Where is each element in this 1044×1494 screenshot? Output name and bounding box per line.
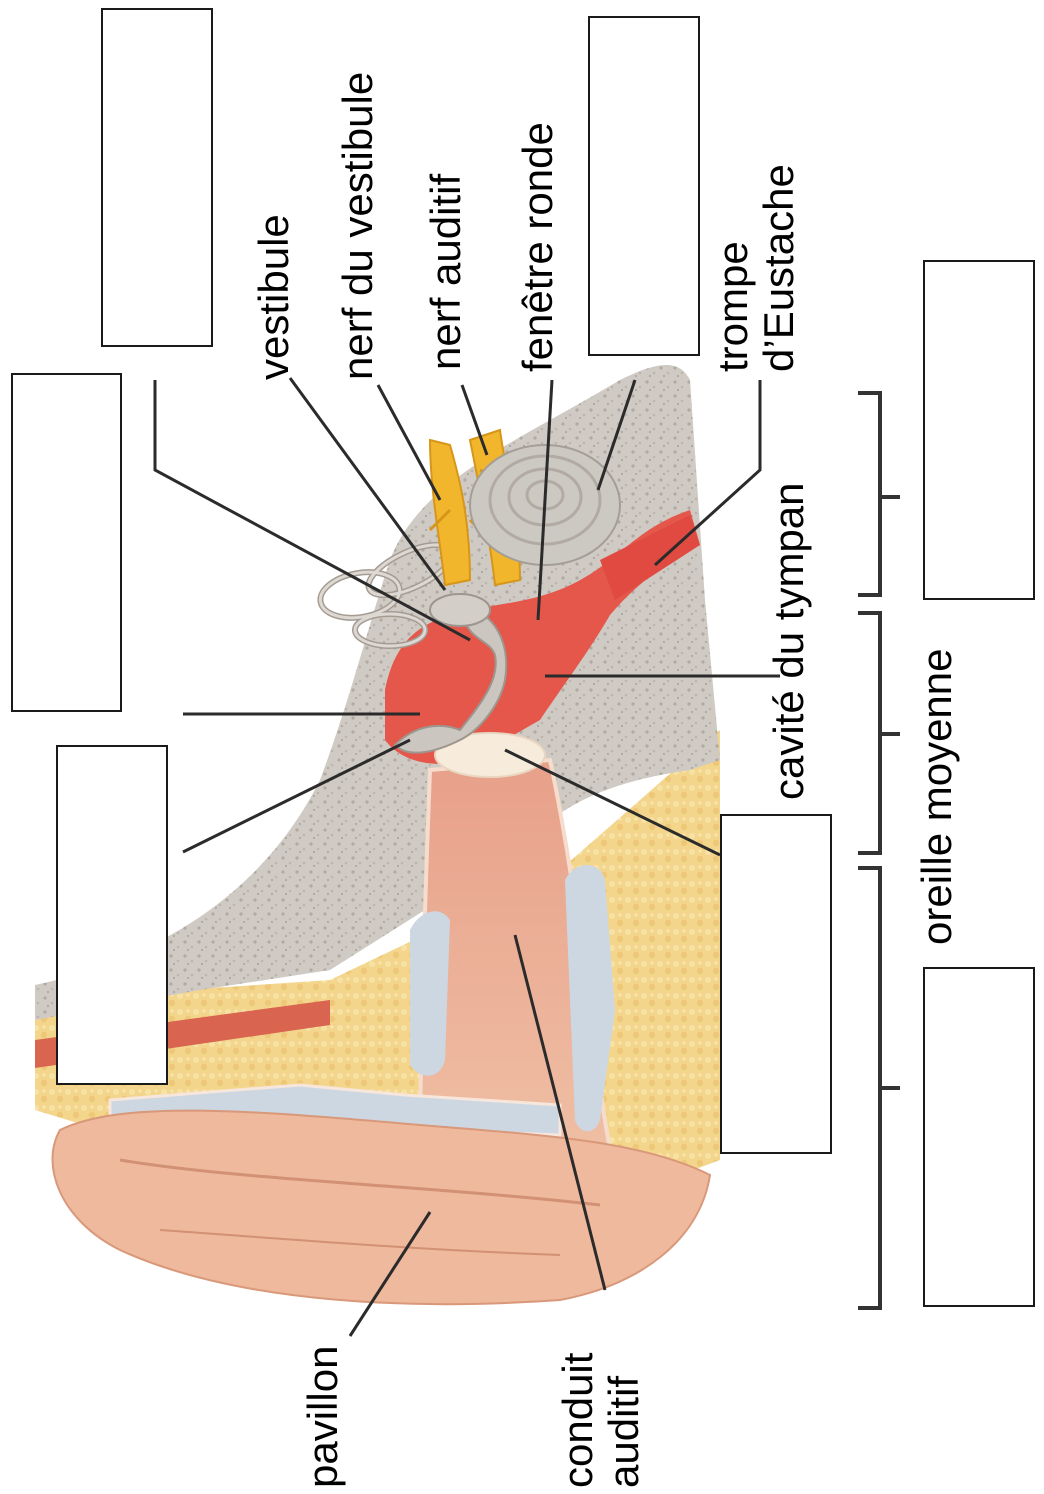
label-pavillon-text: pavillon [300, 1346, 346, 1488]
label-trompe-line2: d’Eustache [756, 164, 802, 372]
answer-box-right-lower[interactable] [923, 967, 1035, 1307]
label-vestibule-text: vestibule [251, 214, 297, 380]
label-nerf-auditif-text: nerf auditif [423, 174, 469, 370]
answer-box-top-right[interactable] [588, 16, 700, 356]
label-cavite-line1: cavité du tympan [766, 482, 812, 800]
label-fenetre-ronde-text: fenêtre ronde [515, 122, 561, 372]
answer-box-left-tall[interactable] [11, 373, 122, 712]
cartilage-left [410, 911, 450, 1075]
label-pavillon: pavillon [300, 1346, 346, 1488]
label-fenetre-ronde: fenêtre ronde [515, 122, 561, 372]
label-vestibule: vestibule [251, 214, 297, 380]
answer-box-right-upper[interactable] [923, 260, 1035, 600]
label-oreille-moyenne-text: oreille moyenne [914, 648, 960, 945]
label-trompe-line1: trompe [710, 164, 756, 372]
answer-box-middle-right[interactable] [720, 814, 832, 1154]
label-nerf-auditif: nerf auditif [423, 174, 469, 370]
label-conduit-line2: auditif [601, 1353, 647, 1488]
answer-box-top-left[interactable] [101, 8, 213, 347]
answer-box-left-lower[interactable] [56, 745, 168, 1085]
label-nerf-vestibule-text: nerf du vestibule [335, 72, 381, 380]
label-oreille-moyenne: oreille moyenne [914, 648, 960, 945]
label-conduit-line1: conduit [555, 1353, 601, 1488]
region-brackets [858, 393, 900, 1308]
label-cavite-tympan: cavité du tympan [766, 482, 812, 800]
label-conduit-auditif: conduit auditif [555, 1353, 647, 1488]
vestibule-structure [430, 594, 490, 626]
label-trompe-eustache: trompe d’Eustache [710, 164, 802, 372]
label-nerf-vestibule: nerf du vestibule [335, 72, 381, 380]
